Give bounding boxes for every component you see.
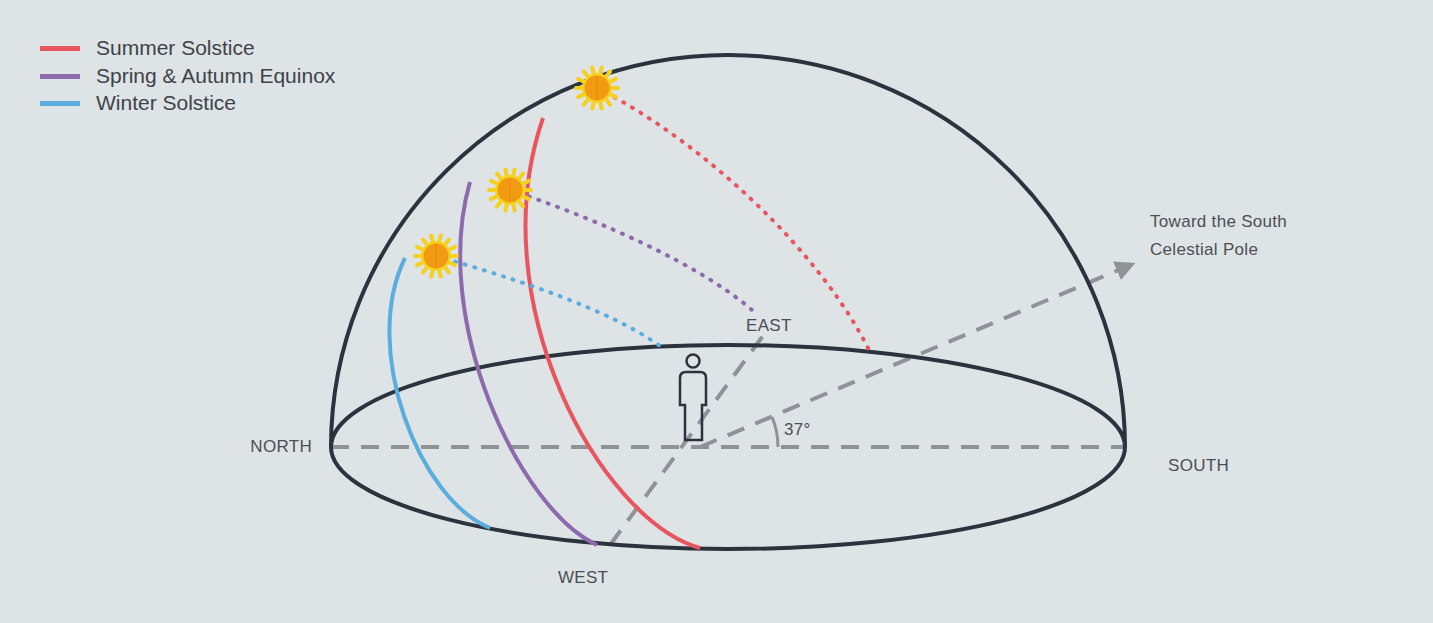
legend-swatch bbox=[40, 101, 80, 106]
legend-swatch bbox=[40, 74, 80, 79]
equinox-path bbox=[460, 182, 597, 545]
compass-label: NORTH bbox=[250, 437, 312, 457]
legend-text: Spring & Autumn Equinox bbox=[96, 64, 335, 88]
winter-path bbox=[389, 258, 490, 528]
east-west-line bbox=[610, 318, 776, 545]
angle-label: 37° bbox=[782, 420, 813, 440]
legend-text: Summer Solstice bbox=[96, 36, 255, 60]
summer-path bbox=[526, 118, 700, 548]
sky-dome bbox=[331, 55, 1125, 447]
horizon-ellipse bbox=[331, 345, 1125, 549]
winter-path-dotted bbox=[436, 256, 660, 346]
summer-path-dotted bbox=[597, 88, 870, 352]
sun-symbol bbox=[576, 68, 618, 109]
compass-label: WEST bbox=[558, 568, 608, 588]
compass-label: SOUTH bbox=[1168, 456, 1229, 476]
observer-figure bbox=[680, 355, 706, 441]
direction-label: Toward the South Celestial Pole bbox=[1150, 208, 1350, 264]
equinox-path-dotted bbox=[510, 190, 752, 310]
legend-swatch bbox=[40, 46, 80, 51]
north-south-line bbox=[331, 445, 1125, 449]
compass-label: EAST bbox=[744, 316, 794, 336]
sun-symbol bbox=[489, 170, 531, 211]
angle-arc bbox=[772, 417, 778, 447]
sun-symbol bbox=[415, 236, 457, 277]
legend-text: Winter Solstice bbox=[96, 91, 236, 115]
